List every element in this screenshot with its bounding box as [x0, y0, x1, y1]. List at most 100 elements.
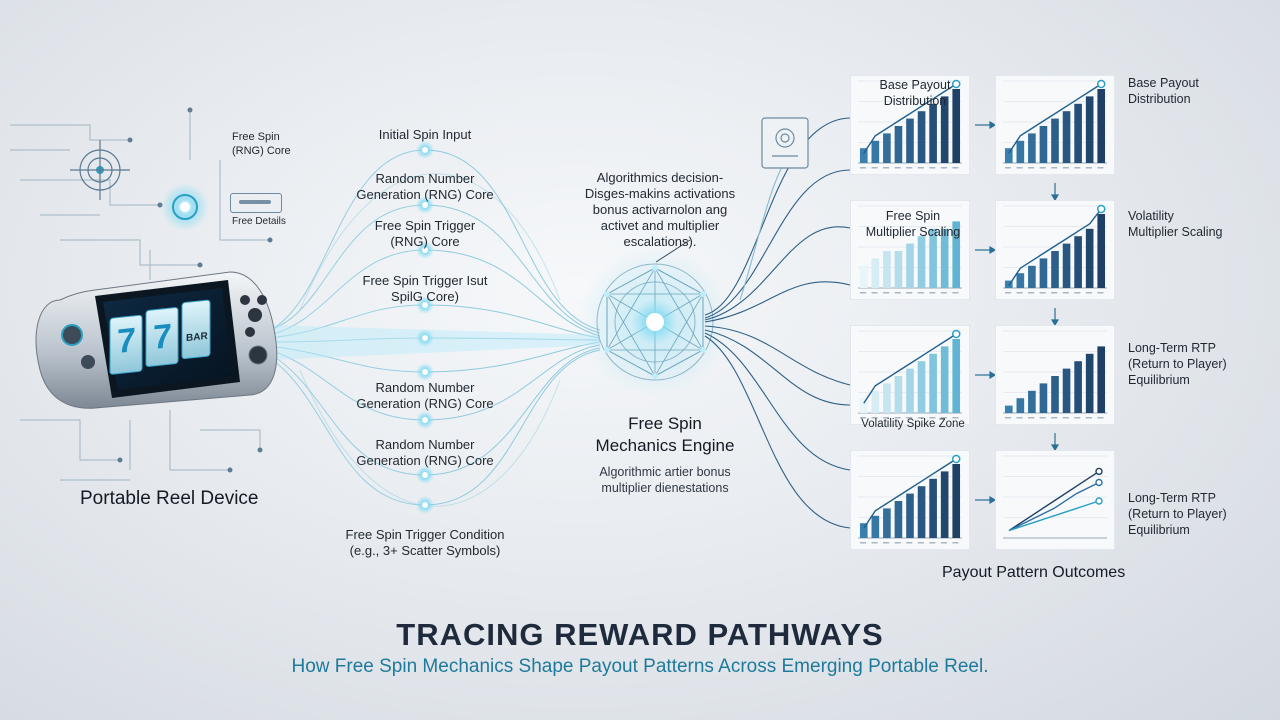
- chart-bar: [1097, 89, 1106, 163]
- tick-mark: [1004, 167, 1012, 169]
- chart-bar: [894, 126, 903, 163]
- circuit-lines: [10, 110, 270, 481]
- light-beam: [270, 325, 600, 360]
- chart-bar: [906, 493, 914, 538]
- engine-icon: [580, 247, 730, 397]
- chart-bar: [906, 243, 914, 288]
- chart-bar: [1051, 118, 1059, 163]
- chart-bar: [859, 265, 868, 288]
- chart-bar: [883, 508, 891, 538]
- tick-mark: [940, 542, 947, 544]
- chart-right-4: [995, 450, 1115, 550]
- core-glow-icon: [161, 183, 209, 231]
- chart-bar: [871, 515, 880, 538]
- flow-label-trigger-1: Free Spin Trigger(RNG) Core: [374, 218, 476, 249]
- chart-bar: [1062, 243, 1071, 288]
- tick-mark: [859, 167, 867, 169]
- chart-bar: [940, 228, 949, 288]
- tick-mark: [894, 167, 901, 169]
- chart-bar: [1016, 273, 1025, 288]
- chart-bar: [1028, 133, 1036, 163]
- tick-mark: [1039, 167, 1046, 169]
- trend-endpoint: [951, 79, 961, 89]
- engine-description: Algorithmics decision-Disges-makins acti…: [584, 170, 736, 249]
- circuit-nodes: [117, 107, 273, 473]
- tick-mark: [940, 167, 947, 169]
- chart-bar: [1062, 368, 1071, 413]
- chart-bar: [894, 376, 903, 413]
- tick-mark: [929, 292, 936, 294]
- tick-mark: [1028, 167, 1035, 169]
- tick-mark: [917, 292, 924, 294]
- reel-symbol-2: 7: [153, 317, 172, 357]
- chart-bar: [883, 133, 891, 163]
- chart-bar: [917, 361, 926, 413]
- chart-bar: [871, 258, 880, 288]
- tick-mark: [1062, 417, 1069, 419]
- chart-bar: [906, 118, 914, 163]
- chart-bar: [1004, 405, 1013, 413]
- tick-mark: [952, 542, 959, 544]
- trend-line: [1008, 83, 1102, 154]
- chart-bar: [1097, 346, 1106, 413]
- chart-bar: [1039, 383, 1048, 413]
- chart-left-4: [850, 450, 970, 550]
- tick-mark: [871, 542, 878, 544]
- tick-mark: [1085, 417, 1092, 419]
- tick-mark: [1097, 167, 1104, 169]
- chart-bar: [1085, 353, 1094, 413]
- target-icon: [70, 140, 130, 200]
- document-icon: [761, 117, 809, 169]
- chart-bar: [917, 111, 926, 163]
- chart-bar: [1051, 251, 1059, 288]
- chart-bar: [871, 390, 880, 413]
- chart-bar: [906, 368, 914, 413]
- tick-mark: [952, 167, 959, 169]
- trend-line: [1008, 208, 1102, 286]
- series-line: [1008, 481, 1100, 532]
- series-line: [1008, 470, 1100, 532]
- tick-mark: [1097, 417, 1104, 419]
- tick-mark: [883, 292, 890, 294]
- tick-mark: [871, 292, 878, 294]
- chart-bar: [1004, 148, 1013, 163]
- reel-symbol-1: 7: [117, 321, 136, 361]
- reel-bar-symbol: BAR: [186, 330, 208, 345]
- chart-bar: [1039, 126, 1048, 163]
- trend-endpoint: [1096, 79, 1106, 89]
- chart-bar: [871, 140, 880, 163]
- tick-mark: [1039, 292, 1046, 294]
- trend-line: [863, 83, 957, 154]
- input-flow-lines: [269, 149, 561, 507]
- chart-bar: [929, 353, 937, 413]
- chart-bar: [917, 236, 926, 288]
- chart-right-2: [995, 200, 1115, 300]
- chart-bar: [1016, 140, 1025, 163]
- chart-bar: [952, 464, 961, 538]
- chart-bar: [929, 478, 937, 538]
- chart-bar: [1028, 265, 1036, 288]
- series-endpoint: [1095, 497, 1103, 505]
- chart-bar: [929, 103, 937, 163]
- tick-mark: [1074, 417, 1081, 419]
- tick-mark: [1016, 417, 1023, 419]
- chart-bar: [1074, 361, 1082, 413]
- tick-mark: [929, 167, 936, 169]
- chart-right-3: [995, 325, 1115, 425]
- chart-bar: [929, 228, 937, 288]
- tick-mark: [1074, 167, 1081, 169]
- outcome-label-right-4: Long-Term RTP(Return to Player)Equilibri…: [1128, 491, 1227, 537]
- chart-bar: [1016, 398, 1025, 413]
- chart-bar: [917, 486, 926, 538]
- tick-mark: [883, 542, 890, 544]
- flow-label-trigger-condition: Free Spin Trigger Condition(e.g., 3+ Sca…: [345, 527, 505, 558]
- chart-bar: [1074, 103, 1082, 163]
- tick-mark: [894, 292, 901, 294]
- tick-mark: [940, 417, 947, 419]
- chart-bar: [940, 346, 949, 413]
- chart-bar: [1028, 390, 1036, 413]
